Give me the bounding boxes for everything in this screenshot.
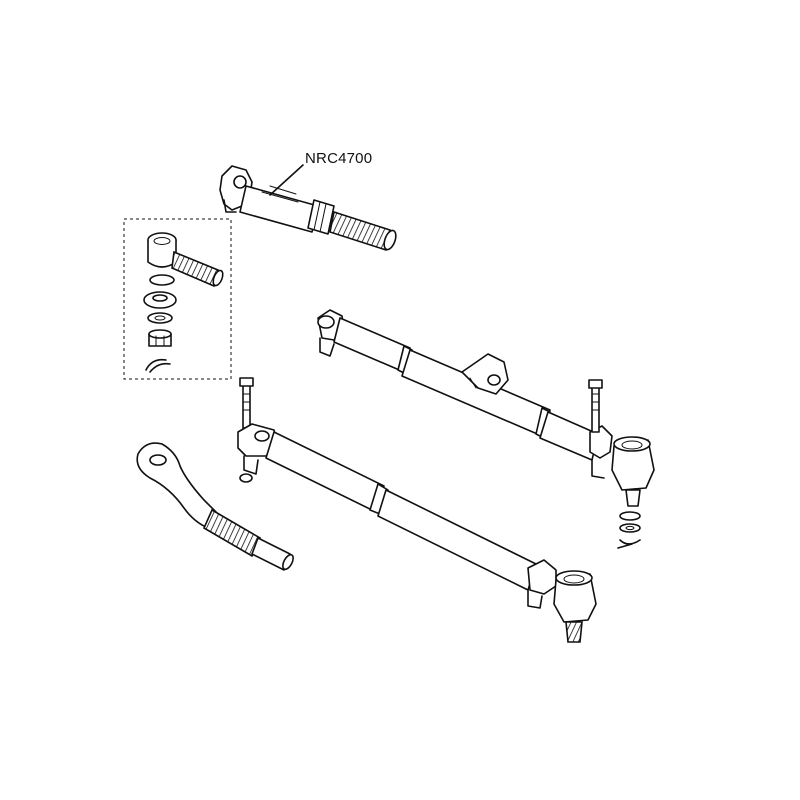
part-number-label: NRC4700	[305, 150, 373, 167]
drag-link-assembly	[317, 309, 655, 549]
adjuster-rod-nrc4700	[219, 165, 397, 252]
callout-leader-line	[269, 164, 304, 196]
ball-joint-detail-box	[123, 218, 232, 380]
track-rod-assembly	[237, 377, 597, 643]
drop-arm	[136, 442, 294, 571]
